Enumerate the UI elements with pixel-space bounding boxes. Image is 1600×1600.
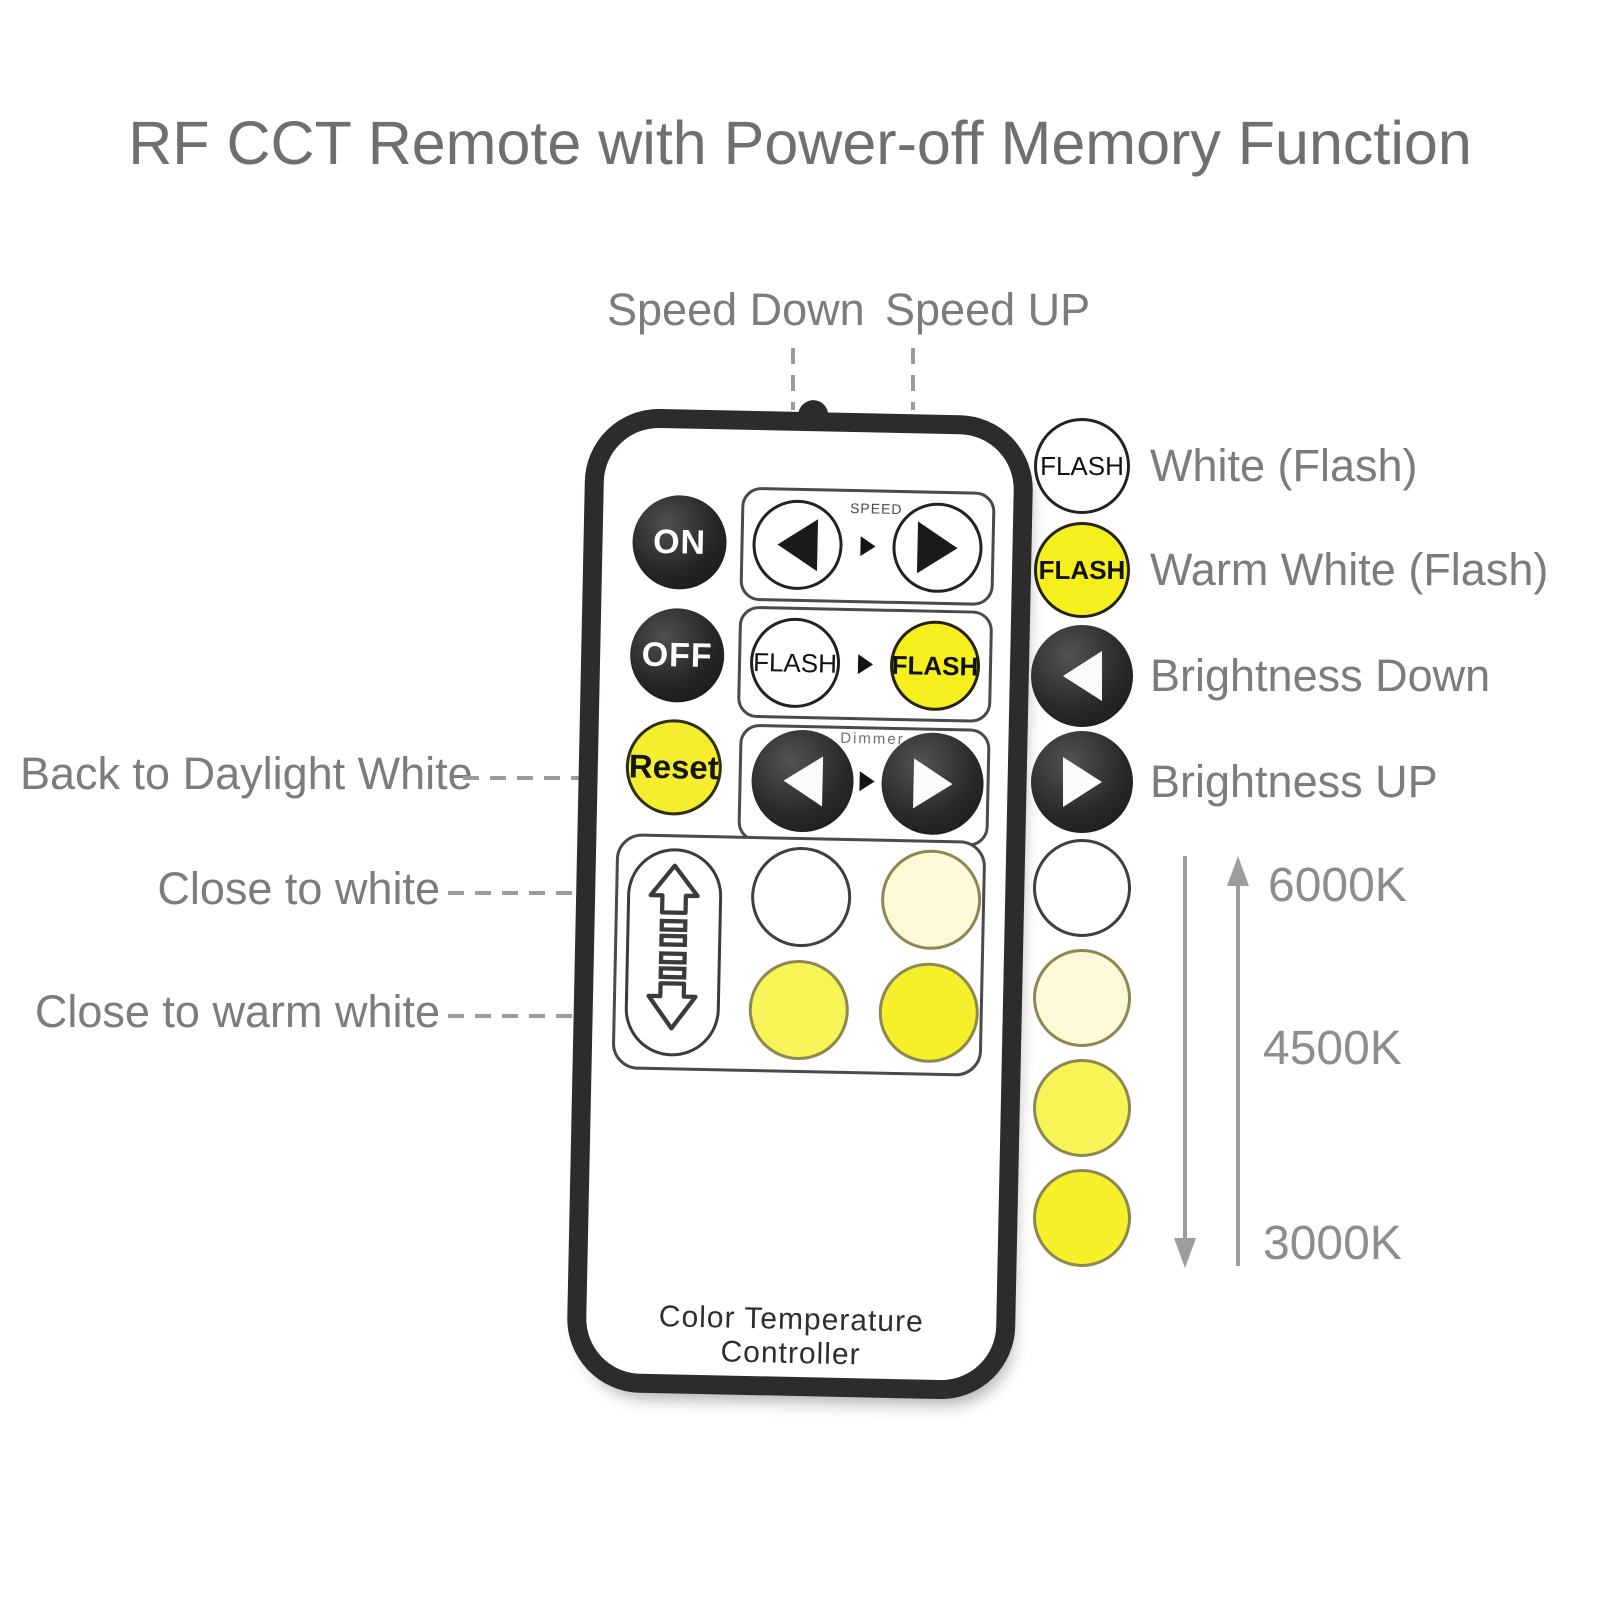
page-title: RF CCT Remote with Power-off Memory Func… xyxy=(128,109,1472,177)
legend-brightness-up-label: Brightness UP xyxy=(1150,756,1438,807)
mini-right-arrow-icon xyxy=(860,536,876,557)
cct-white-button[interactable] xyxy=(750,845,853,949)
callout-speed-down: Speed Down xyxy=(607,284,865,335)
off-button[interactable]: OFF xyxy=(629,607,726,704)
scale-line-down xyxy=(1183,856,1187,1240)
legend-warm-white-flash-label: Warm White (Flash) xyxy=(1150,544,1549,595)
left-triangle-icon xyxy=(1062,651,1102,701)
cct-down-arrow-icon xyxy=(646,951,698,1031)
callout-speed-up: Speed UP xyxy=(885,284,1091,335)
right-triangle-icon xyxy=(1062,757,1102,807)
scale-line-up xyxy=(1236,884,1240,1266)
flash-white-label: FLASH xyxy=(752,646,838,679)
speed-group-label: SPEED xyxy=(849,499,903,518)
reset-button[interactable]: Reset xyxy=(624,718,723,817)
legend-brightness-up-button xyxy=(1031,731,1133,833)
flash-group: FLASH FLASH xyxy=(736,605,994,723)
remote-body: ON OFF Reset SPEED FLASH FLASH Di xyxy=(565,399,1035,1401)
callout-close-to-white: Close to white xyxy=(157,863,440,914)
scale-label-6000k: 6000K xyxy=(1268,859,1407,912)
cct-pale-yellow-button[interactable] xyxy=(880,848,983,951)
up-arrowhead-icon xyxy=(1227,856,1249,886)
callout-reset: Back to Daylight White xyxy=(20,748,473,799)
legend-white-flash-label: White (Flash) xyxy=(1150,440,1418,491)
flash-warm-button[interactable]: FLASH xyxy=(889,619,981,712)
scale-swatch-3000k xyxy=(1033,1169,1131,1267)
scale-swatch-6000k xyxy=(1033,839,1131,937)
right-triangle-icon xyxy=(912,758,953,810)
dimmer-up-button[interactable] xyxy=(880,731,985,836)
legend-flash-warm-button: FLASH xyxy=(1034,522,1130,618)
left-triangle-icon xyxy=(776,518,819,572)
right-triangle-icon xyxy=(916,521,959,575)
mini-right-arrow-icon xyxy=(859,771,875,792)
legend-brightness-down-label: Brightness Down xyxy=(1150,650,1491,701)
leader-line-speed-down xyxy=(791,348,795,410)
remote-footer-label: Color Temperature Controller xyxy=(658,1300,925,1372)
scale-label-4500k: 4500K xyxy=(1263,1022,1402,1075)
flash-white-button[interactable]: FLASH xyxy=(749,616,841,709)
dimmer-down-button[interactable] xyxy=(750,728,855,834)
legend-flash-white-text: FLASH xyxy=(1040,450,1124,481)
cct-warm-yellow-button[interactable] xyxy=(877,961,980,1064)
speed-group: SPEED xyxy=(739,486,996,606)
legend-flash-white-button: FLASH xyxy=(1034,418,1130,514)
speed-down-button[interactable] xyxy=(751,498,844,591)
speed-up-button[interactable] xyxy=(891,501,984,594)
on-button[interactable]: ON xyxy=(631,494,728,591)
cct-rocker[interactable] xyxy=(623,847,724,1058)
cct-group xyxy=(611,833,987,1077)
flash-warm-label: FLASH xyxy=(891,649,979,682)
dimmer-group: Dimmer xyxy=(737,723,991,847)
leader-line-close-to-warm-white xyxy=(448,1014,593,1018)
scale-swatch-4500k xyxy=(1033,949,1131,1047)
callout-close-to-warm-white: Close to warm white xyxy=(34,986,440,1037)
mini-right-arrow-icon xyxy=(857,654,874,675)
scale-label-3000k: 3000K xyxy=(1263,1217,1402,1270)
legend-brightness-down-button xyxy=(1031,625,1133,727)
leader-line-speed-up xyxy=(911,348,915,410)
cct-up-arrow-icon xyxy=(648,863,700,948)
leader-line-reset xyxy=(463,776,579,780)
remote-led-bump xyxy=(798,399,829,421)
left-triangle-icon xyxy=(782,755,823,807)
legend-flash-warm-text: FLASH xyxy=(1038,554,1126,585)
cct-mid-yellow-button[interactable] xyxy=(747,958,850,1062)
leader-line-close-to-white xyxy=(448,891,586,895)
scale-swatch-mid xyxy=(1033,1059,1131,1157)
down-arrowhead-icon xyxy=(1174,1238,1196,1268)
